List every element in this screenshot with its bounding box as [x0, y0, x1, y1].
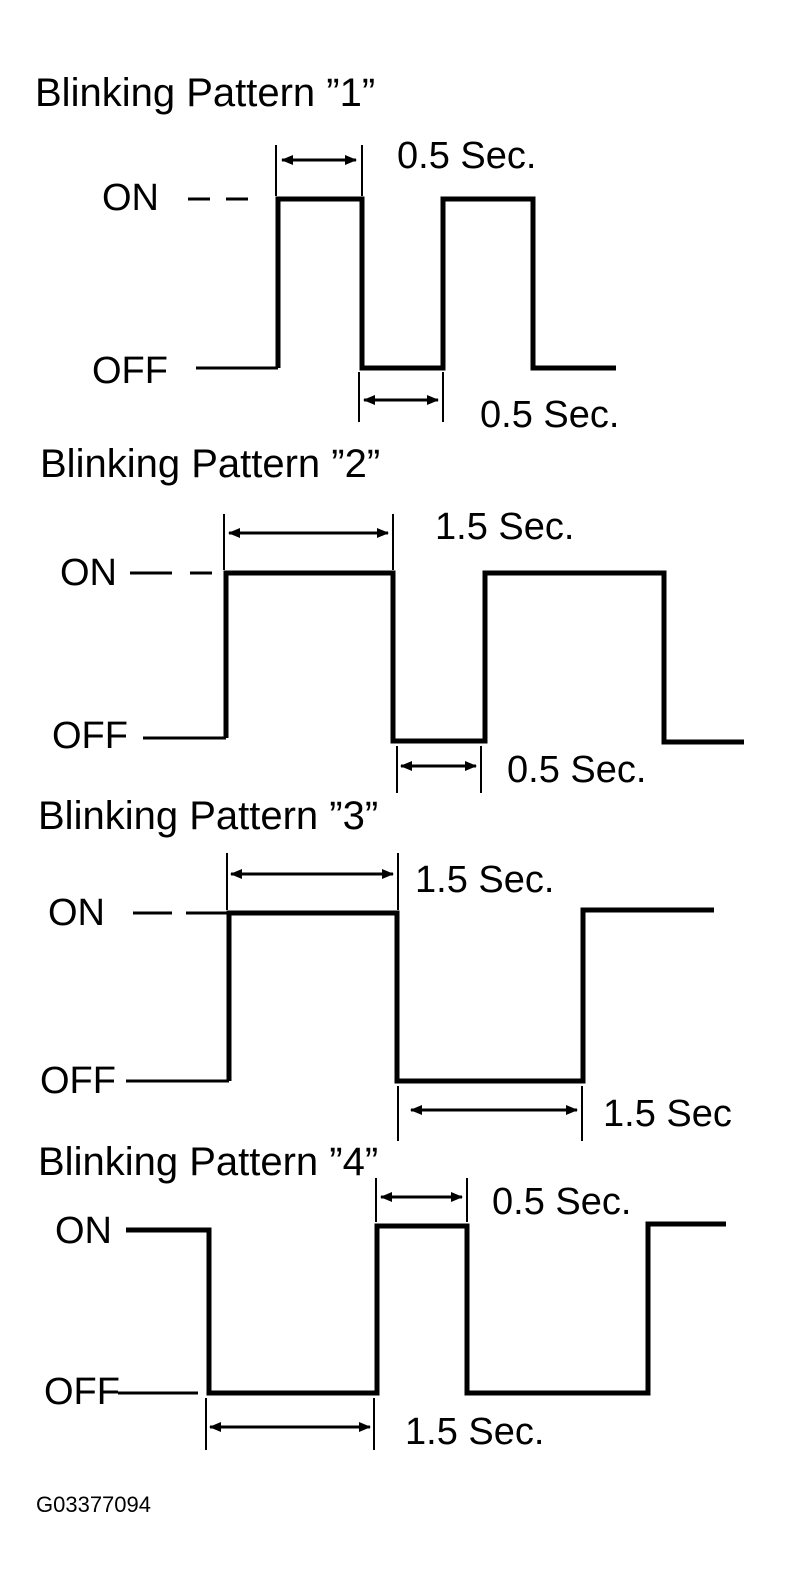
pattern-2-bottom-duration: 0.5 Sec. [507, 749, 646, 791]
pattern-1-title: Blinking Pattern ”1” [35, 71, 375, 115]
pattern-4: Blinking Pattern ”4” ON OFF 0.5 Sec. 1.5… [38, 1140, 726, 1453]
pattern-3-on-label: ON [48, 892, 105, 934]
pattern-2-waveform [223, 570, 744, 745]
pattern-1-bottom-duration: 0.5 Sec. [480, 394, 619, 436]
pattern-4-on-label: ON [55, 1210, 112, 1252]
pattern-4-top-duration: 0.5 Sec. [492, 1181, 631, 1223]
pattern-2-top-duration: 1.5 Sec. [435, 506, 574, 548]
pattern-2: Blinking Pattern ”2” ON OFF 1.5 Sec. 0.5… [40, 442, 744, 793]
pattern-3-bottom-duration: 1.5 Sec [603, 1093, 732, 1135]
pattern-4-bottom-duration: 1.5 Sec. [405, 1411, 544, 1453]
pattern-3-off-label: OFF [40, 1060, 116, 1102]
diagram-code: G03377094 [36, 1492, 151, 1517]
pattern-4-waveform [126, 1221, 726, 1396]
pattern-2-title: Blinking Pattern ”2” [40, 442, 380, 486]
pattern-1-on-label: ON [102, 177, 159, 219]
pattern-1-off-label: OFF [92, 350, 168, 392]
pattern-3-top-duration: 1.5 Sec. [415, 859, 554, 901]
pattern-3-title: Blinking Pattern ”3” [38, 794, 378, 838]
pattern-1-top-duration: 0.5 Sec. [397, 135, 536, 177]
pattern-1: Blinking Pattern ”1” ON OFF 0.5 Sec. 0.5… [35, 71, 619, 436]
pattern-4-off-label: OFF [44, 1371, 120, 1413]
pattern-3-waveform [226, 907, 714, 1084]
pattern-3: Blinking Pattern ”3” ON OFF 1.5 Sec. 1.5… [38, 794, 732, 1141]
pattern-2-off-label: OFF [52, 715, 128, 757]
pattern-1-waveform [275, 196, 616, 371]
pattern-2-on-label: ON [60, 552, 117, 594]
pattern-4-title: Blinking Pattern ”4” [38, 1140, 378, 1184]
